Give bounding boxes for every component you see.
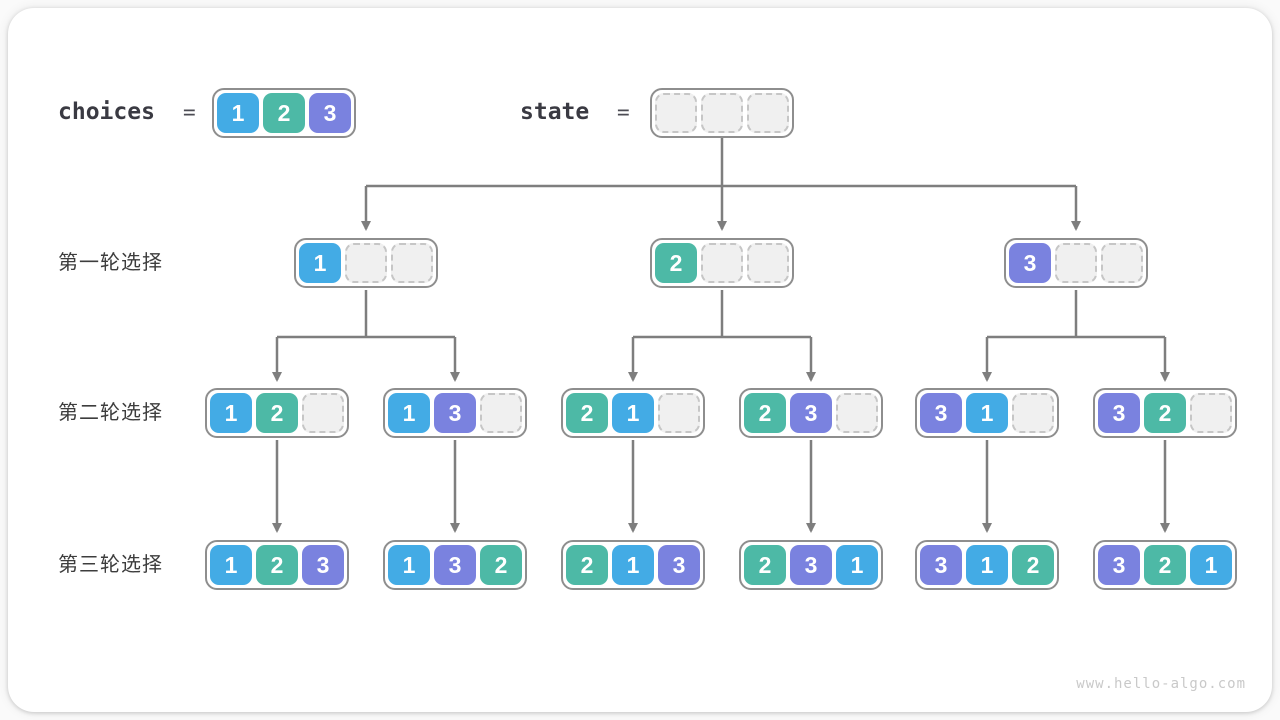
empty-cell: [747, 93, 789, 133]
value-cell: 2: [1012, 545, 1054, 585]
empty-cell: [747, 243, 789, 283]
watermark: www.hello-algo.com: [1076, 676, 1246, 692]
value-cell: 1: [388, 545, 430, 585]
node-round1-state-1: 1: [294, 238, 438, 288]
empty-cell: [655, 93, 697, 133]
row-label-round-2: 第二轮选择: [58, 402, 163, 424]
value-cell: 3: [920, 393, 962, 433]
empty-cell: [480, 393, 522, 433]
state-array: [650, 88, 794, 138]
value-cell: 3: [1098, 545, 1140, 585]
value-cell: 1: [210, 545, 252, 585]
state-equals-sign: =: [617, 100, 630, 124]
node-round1-state-3: 3: [1004, 238, 1148, 288]
row-label-round-1: 第一轮选择: [58, 252, 163, 274]
node-round1-state-2: 2: [650, 238, 794, 288]
value-cell: 2: [566, 393, 608, 433]
value-cell: 2: [744, 393, 786, 433]
empty-cell: [701, 93, 743, 133]
value-cell: 3: [1098, 393, 1140, 433]
value-cell: 1: [612, 545, 654, 585]
value-cell: 3: [309, 93, 351, 133]
value-cell: 2: [1144, 393, 1186, 433]
empty-cell: [391, 243, 433, 283]
choices-label: choices: [58, 99, 155, 125]
empty-cell: [302, 393, 344, 433]
value-cell: 1: [1190, 545, 1232, 585]
empty-cell: [1190, 393, 1232, 433]
value-cell: 2: [744, 545, 786, 585]
value-cell: 3: [1009, 243, 1051, 283]
row-label-round-3: 第三轮选择: [58, 554, 163, 576]
value-cell: 3: [434, 393, 476, 433]
value-cell: 2: [480, 545, 522, 585]
value-cell: 1: [612, 393, 654, 433]
value-cell: 2: [263, 93, 305, 133]
value-cell: 1: [217, 93, 259, 133]
value-cell: 1: [388, 393, 430, 433]
value-cell: 2: [1144, 545, 1186, 585]
empty-cell: [836, 393, 878, 433]
value-cell: 3: [302, 545, 344, 585]
empty-cell: [1101, 243, 1143, 283]
value-cell: 3: [658, 545, 700, 585]
value-cell: 1: [966, 545, 1008, 585]
empty-cell: [658, 393, 700, 433]
value-cell: 2: [655, 243, 697, 283]
value-cell: 3: [920, 545, 962, 585]
value-cell: 1: [966, 393, 1008, 433]
value-cell: 1: [299, 243, 341, 283]
value-cell: 3: [790, 545, 832, 585]
value-cell: 2: [256, 545, 298, 585]
empty-cell: [701, 243, 743, 283]
empty-cell: [1012, 393, 1054, 433]
value-cell: 3: [790, 393, 832, 433]
value-cell: 2: [566, 545, 608, 585]
empty-cell: [1055, 243, 1097, 283]
value-cell: 1: [210, 393, 252, 433]
state-label: state: [520, 99, 590, 125]
value-cell: 2: [256, 393, 298, 433]
value-cell: 3: [434, 545, 476, 585]
value-cell: 1: [836, 545, 878, 585]
empty-cell: [345, 243, 387, 283]
choices-equals-sign: =: [183, 100, 196, 124]
